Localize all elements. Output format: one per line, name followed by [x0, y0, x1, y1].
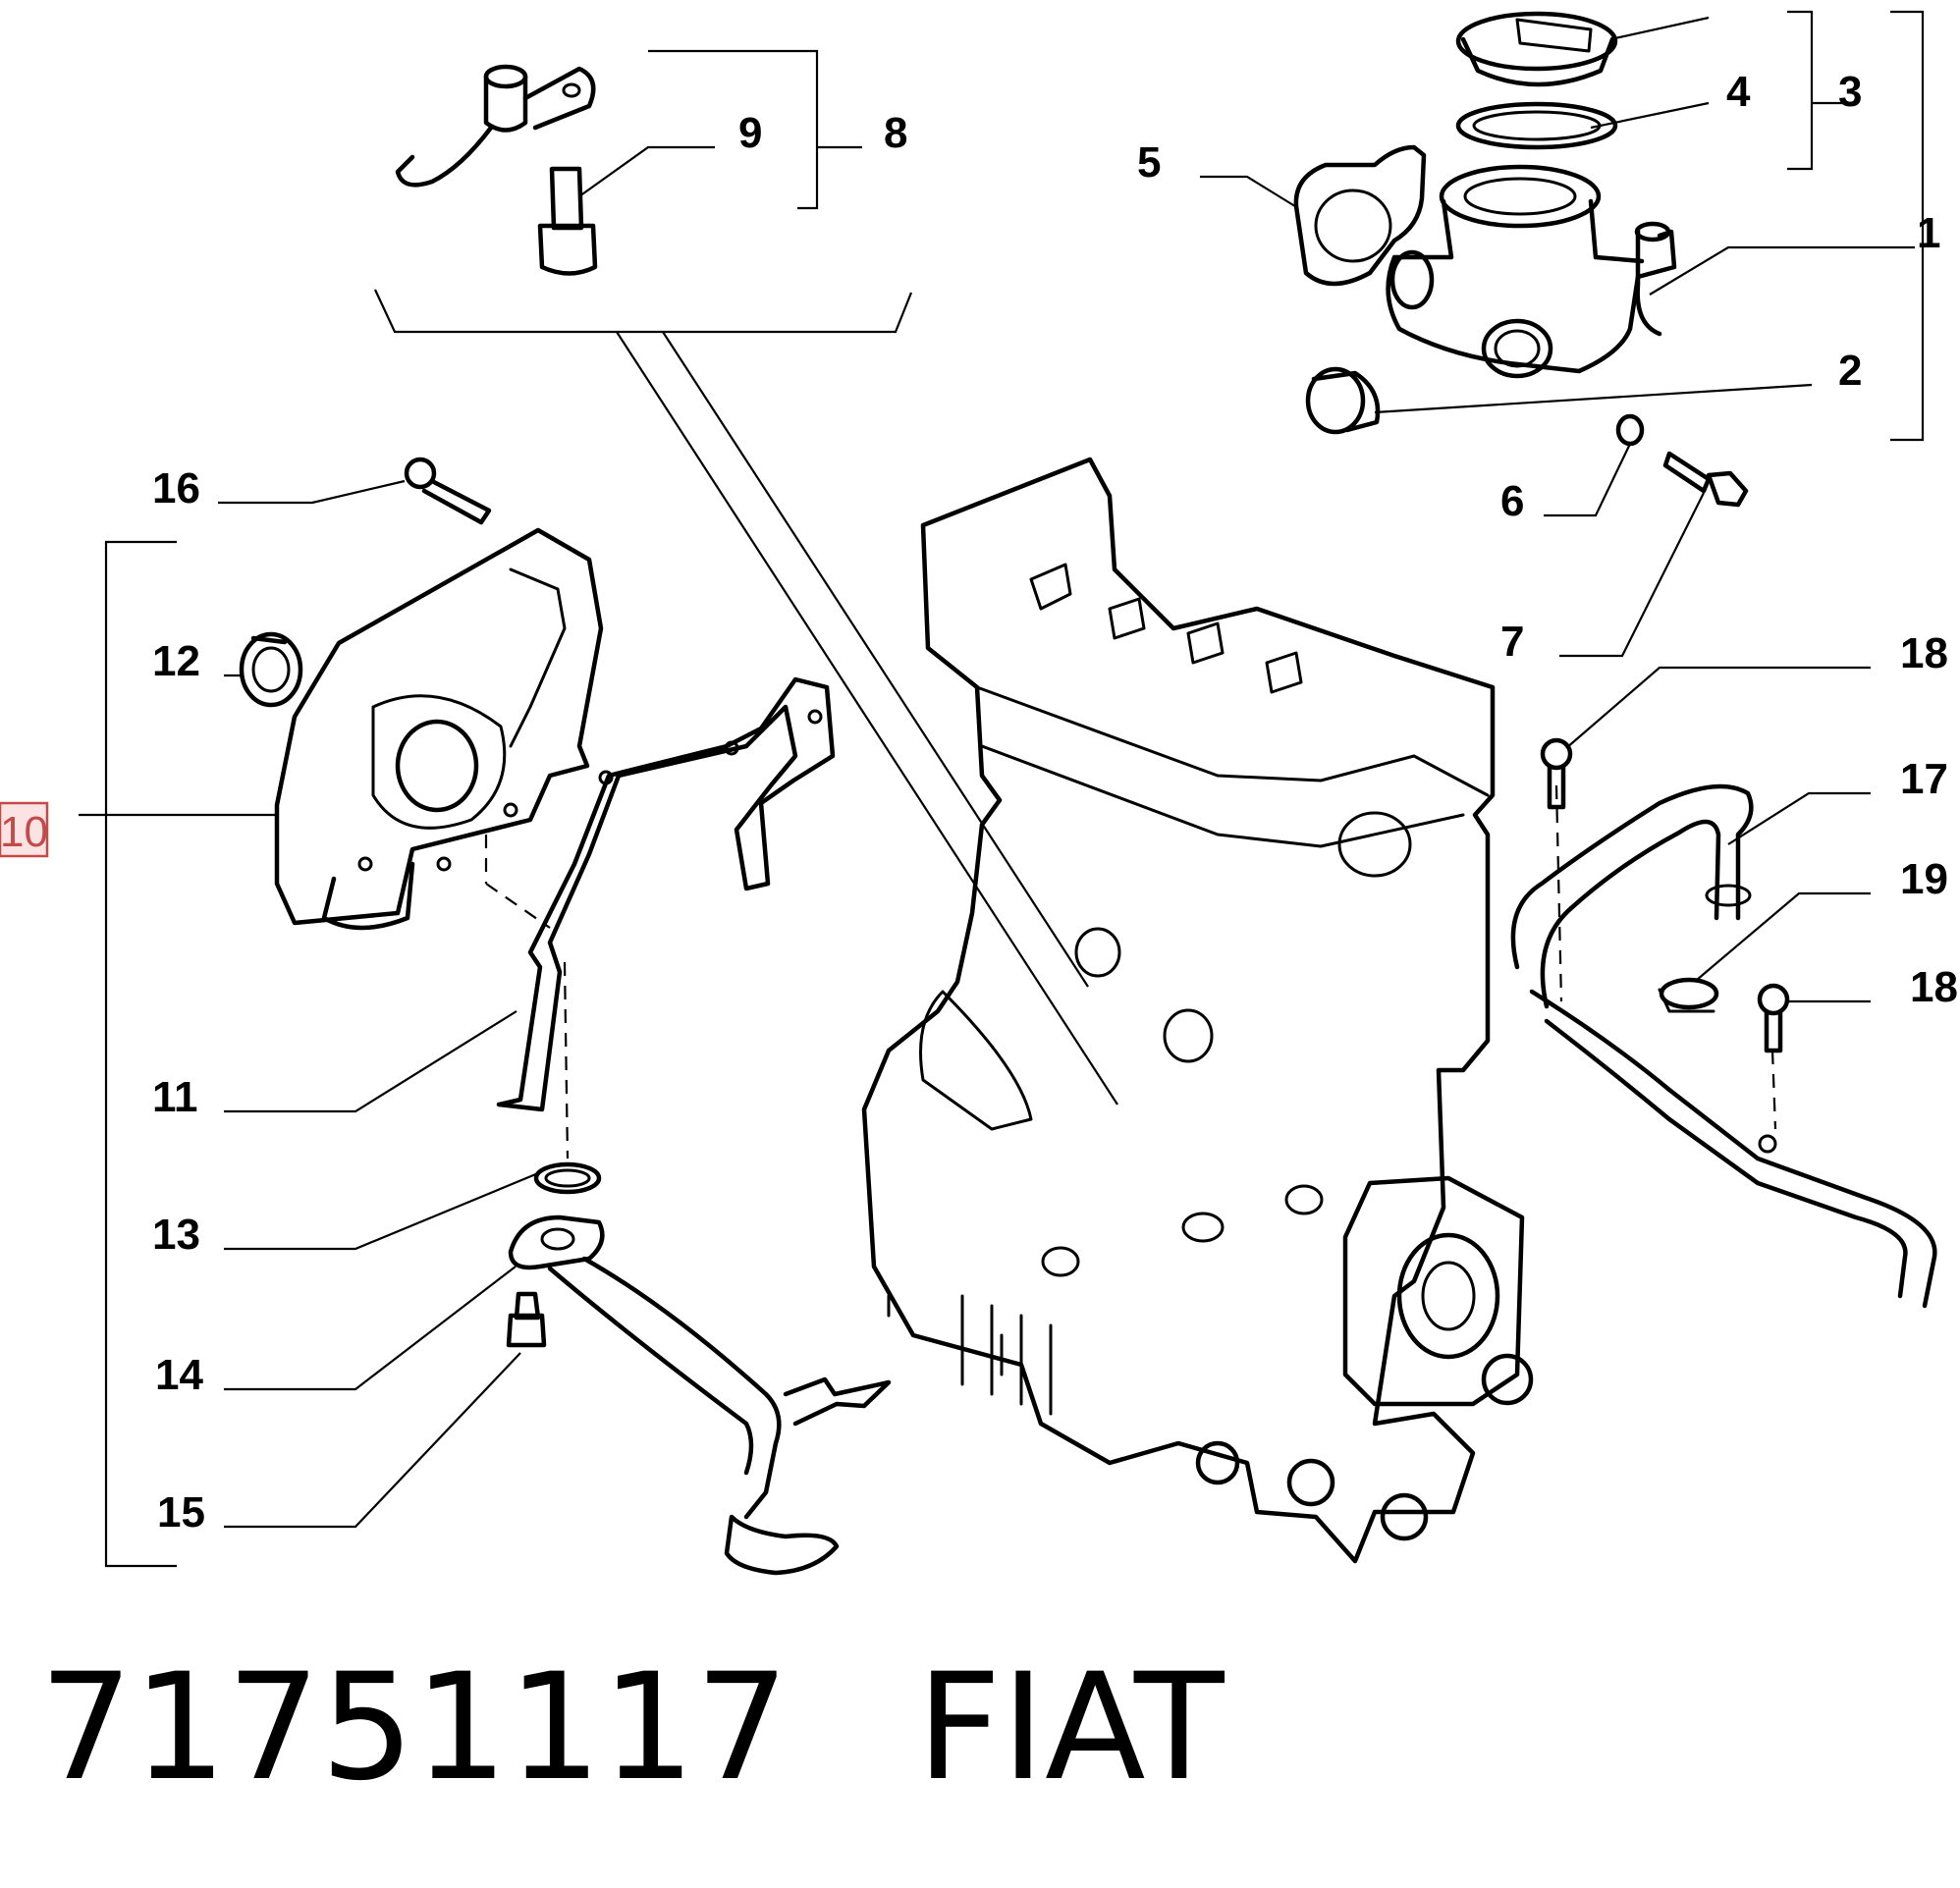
leader-2 — [1374, 383, 1813, 414]
callout-4: 4 — [1726, 68, 1751, 116]
part-1-filler-housing — [1386, 164, 1677, 379]
leader-19 — [1696, 891, 1871, 981]
part-14-bolt — [506, 1291, 547, 1348]
callout-14: 14 — [155, 1351, 203, 1399]
part-7-bolt — [1662, 451, 1749, 508]
dash-alignment-18a — [1554, 784, 1563, 1002]
brand-name: FIAT — [916, 1643, 1225, 1813]
callout-10: 10 — [0, 808, 48, 856]
bracket-4 — [1787, 10, 1814, 171]
bracket-10 — [104, 540, 177, 1568]
callout-18a: 18 — [1900, 629, 1948, 677]
callout-13: 13 — [152, 1211, 200, 1259]
dash-alignment-gasket — [563, 961, 570, 1160]
callout-16: 16 — [152, 464, 200, 512]
part-17-hose — [1510, 783, 1937, 1309]
callout-9: 9 — [738, 109, 762, 157]
leader-6 — [1544, 443, 1631, 517]
part-2-plug — [1305, 366, 1381, 435]
part-number: 71751117 — [39, 1643, 789, 1813]
dash-alignment-pump-2 — [485, 883, 551, 929]
callout-5: 5 — [1137, 138, 1161, 187]
callout-12: 12 — [152, 637, 200, 685]
part-10-oil-pump — [274, 527, 604, 931]
part-9-bolt — [537, 166, 598, 276]
part-15-pickup-tube — [508, 1214, 892, 1576]
callout-8: 8 — [884, 109, 907, 157]
callout-1: 1 — [1917, 209, 1940, 257]
leader-7 — [1559, 492, 1705, 658]
leader-16 — [218, 479, 406, 505]
bracket-3 — [1890, 10, 1925, 442]
leader-17 — [1727, 791, 1871, 845]
leader-14 — [224, 1266, 517, 1391]
callout-11: 11 — [152, 1073, 198, 1121]
part-6-washer — [1615, 413, 1645, 447]
leader-bracket-engine-a — [616, 331, 1118, 1106]
leader-13 — [224, 1171, 539, 1251]
part-4-filler-cap — [1455, 11, 1618, 150]
group-brackets — [79, 10, 1925, 1568]
part-18-bolt-top — [1540, 737, 1573, 810]
leader-4 — [1590, 101, 1710, 130]
part-5-gasket — [1293, 144, 1427, 287]
footer-title: 71751117 FIAT — [39, 1649, 1225, 1807]
part-13-oring — [533, 1161, 602, 1195]
callout-6: 6 — [1500, 477, 1524, 525]
leader-15 — [224, 1352, 521, 1529]
callout-17: 17 — [1900, 755, 1948, 803]
callout-18b: 18 — [1910, 963, 1958, 1011]
callout-19: 19 — [1900, 855, 1948, 903]
callout-7: 7 — [1500, 618, 1524, 666]
leader-5 — [1200, 175, 1299, 209]
callout-labels: 1 2 3 4 5 6 7 8 9 10 11 12 13 14 15 16 1… — [0, 68, 1958, 1537]
callout-3: 3 — [1838, 68, 1862, 116]
part-12-seal — [239, 631, 303, 708]
bracket-8 — [648, 49, 819, 210]
part-8-breather — [395, 64, 596, 188]
engine-block — [861, 457, 1534, 1564]
part-18-bolt-bottom — [1757, 983, 1790, 1053]
leader-1 — [1649, 245, 1915, 296]
bracket-head-group — [374, 289, 913, 334]
leader-9 — [578, 145, 715, 197]
leader-4b — [1609, 16, 1710, 41]
leader-11 — [224, 1010, 517, 1113]
highlight-box-10 — [0, 801, 49, 858]
callout-15: 15 — [157, 1488, 205, 1537]
callout-2: 2 — [1838, 347, 1862, 395]
leader-18a — [1565, 666, 1871, 749]
dash-alignment-18b — [1770, 1050, 1777, 1130]
leader-bracket-engine-b — [662, 331, 1089, 988]
part-16-bolt — [404, 457, 492, 525]
part-11-gasket — [496, 676, 836, 1112]
part-19-clamp — [1658, 977, 1719, 1013]
